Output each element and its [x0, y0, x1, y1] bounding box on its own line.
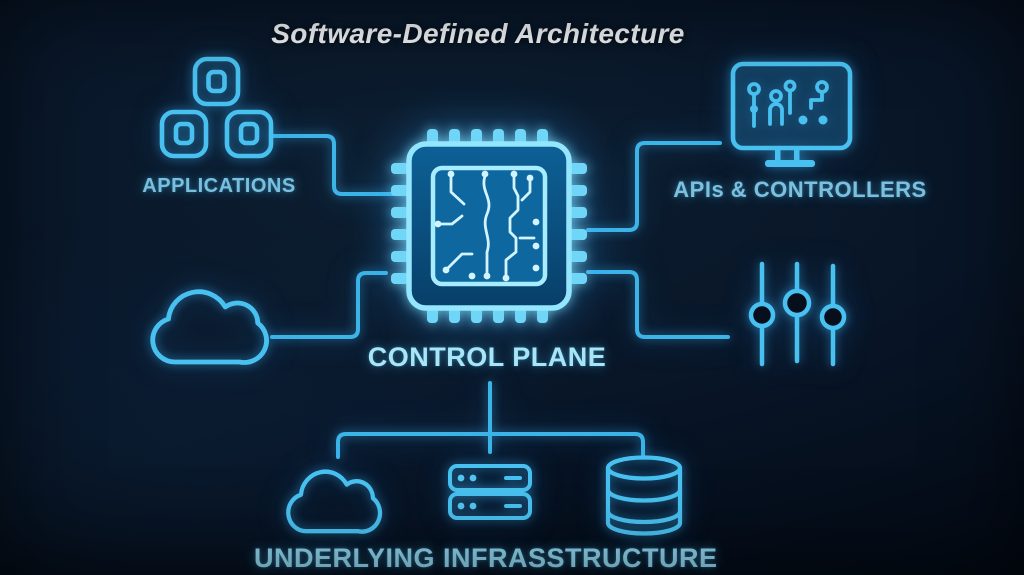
- apis-controllers-label: APIs & CONTROLLERS: [673, 177, 927, 202]
- cloud-icon: [150, 289, 269, 365]
- chip-icon: [391, 129, 587, 323]
- cloud-icon-infrastructure: [286, 469, 383, 534]
- wire-chip-to-sliders: [586, 270, 730, 339]
- database-icon: [605, 455, 683, 536]
- applications-label: APPLICATIONS: [142, 175, 296, 197]
- wire-infrastructure-tee: [336, 432, 645, 459]
- control-plane-label: CONTROL PLANE: [367, 342, 607, 372]
- wire-chip-to-monitor: [586, 141, 722, 232]
- wire-cloud-to-chip: [270, 271, 388, 339]
- app-squares-icon: [159, 56, 274, 159]
- chip-solder-dots: [434, 170, 540, 282]
- sliders-icon: [748, 261, 847, 367]
- underlying-infrastructure-label: UNDERLYING INFRASSTRUCTURE: [254, 543, 718, 573]
- diagram-title: Software-Defined Architecture: [271, 18, 685, 49]
- server-stack-icon: [448, 464, 532, 520]
- wire-applications-to-chip: [270, 134, 400, 196]
- chip-circuit-traces: [438, 174, 536, 278]
- monitor-stand: [765, 148, 815, 167]
- monitor-circuit-icon: [730, 61, 853, 167]
